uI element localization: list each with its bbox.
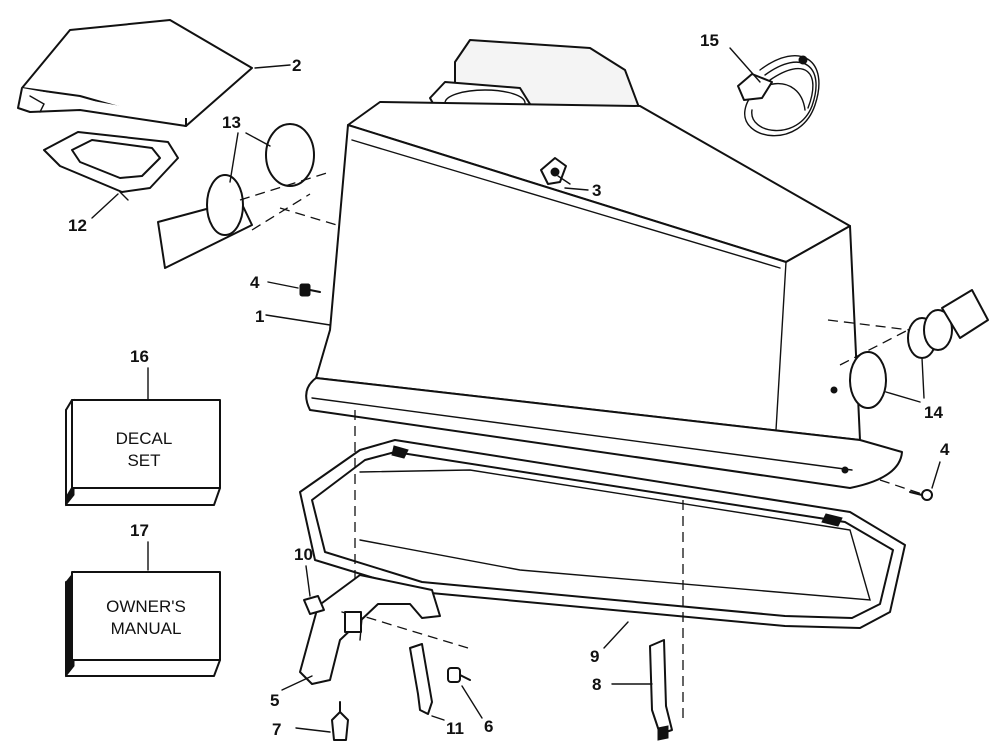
callout-4-right: 4	[940, 440, 950, 459]
callout-1: 1	[255, 307, 264, 326]
decal-box-label-line1: DECAL	[116, 429, 173, 448]
callout-16: 16	[130, 347, 149, 366]
callout-13: 13	[222, 113, 241, 132]
callout-2: 2	[292, 56, 301, 75]
manual-box-label-line1: OWNER'S	[106, 597, 186, 616]
manual-box-label-line2: MANUAL	[111, 619, 182, 638]
screw-part-4-left	[299, 283, 321, 297]
decal-box-label-line2: SET	[127, 451, 160, 470]
decals-part-13	[157, 123, 331, 269]
cable-part-15	[737, 55, 820, 137]
decals-part-14	[849, 289, 989, 409]
callout-5: 5	[270, 691, 279, 710]
callout-9: 9	[590, 647, 599, 666]
callout-labels: 1 2 3 4 4 5 6 7 8 9 10 11 12 13 14 15 16…	[68, 31, 950, 739]
callout-6: 6	[484, 717, 493, 736]
bracket-part-5	[299, 574, 441, 685]
callout-11: 11	[446, 719, 464, 738]
callout-17: 17	[130, 521, 149, 540]
callout-4-left: 4	[250, 273, 260, 292]
callout-8: 8	[592, 675, 601, 694]
decal-set-box-part-16: DECAL SET	[65, 398, 221, 507]
callout-14: 14	[924, 403, 943, 422]
owners-manual-box-part-17: OWNER'S MANUAL	[65, 570, 221, 678]
screw-part-4-right	[909, 489, 933, 501]
bolt-part-6	[447, 667, 471, 683]
callout-12: 12	[68, 216, 87, 235]
clip-part-11	[409, 643, 433, 715]
motor-cover-part-1	[305, 39, 903, 489]
callout-7: 7	[272, 720, 281, 739]
callout-3: 3	[592, 181, 601, 200]
latch-part-8	[649, 639, 673, 741]
nut-part-10	[303, 595, 325, 615]
pin-part-7	[331, 701, 349, 741]
screw-part-3	[540, 157, 571, 185]
leader-lines	[91, 47, 941, 733]
callout-15: 15	[700, 31, 719, 50]
cover-plate-part-2	[17, 19, 253, 127]
callout-10: 10	[294, 545, 313, 564]
bezel-part-12	[43, 131, 179, 201]
